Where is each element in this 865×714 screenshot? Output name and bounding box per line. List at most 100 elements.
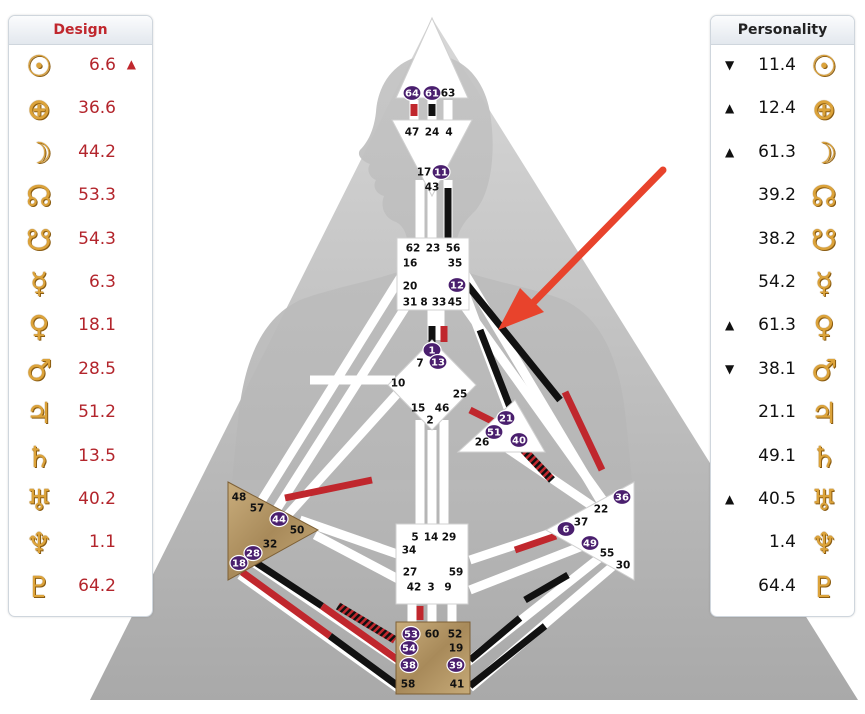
gate-number: 46 [435,403,450,415]
personality-row: ♆1.4 [711,522,854,565]
gate-number: 37 [574,517,589,529]
personality-row: ♀61.3▲ [711,305,854,348]
south-node-icon: ☋ [811,222,837,257]
neptune-icon: ♆ [811,526,837,561]
design-value: 51.2 [78,402,116,423]
active-gate-marker [269,510,289,528]
gate-number: 48 [232,492,247,504]
gate-number: 40 [512,436,526,447]
gate-number: 54 [402,644,416,655]
personality-value: 38.1 [758,358,796,379]
gate-number: 35 [448,258,463,270]
active-gate-marker [446,656,466,674]
personality-value: 12.4 [758,98,796,119]
design-row: ☿6.3 [9,262,152,305]
gate-number: 49 [583,539,597,550]
moon-icon: ☽ [811,135,837,170]
personality-value: 38.2 [758,228,796,249]
personality-row: ♅40.5▲ [711,479,854,522]
saturn-icon: ♄ [811,439,837,474]
design-row: ☉6.6▲ [9,45,152,88]
gate-number: 33 [432,297,447,309]
gate-number: 52 [448,629,463,641]
direction-marker-icon: ▼ [725,58,735,72]
personality-row: ☿54.2 [711,262,854,305]
gate-number: 21 [499,414,513,425]
gate-number: 2 [426,415,433,427]
gate-number: 5 [411,532,418,544]
active-gate-marker [399,656,419,674]
uranus-icon: ♅ [26,482,52,517]
gate-number: 9 [444,582,451,594]
gate-number: 39 [449,661,463,672]
gate-number: 29 [442,532,457,544]
g-center [387,339,477,431]
personality-row: ♄49.1 [711,436,854,479]
personality-panel: Personality ☉11.4▼⊕12.4▲☽61.3▲☊39.2☋38.2… [710,15,855,617]
gate-number: 53 [404,630,418,641]
design-row: ☋ 54.3 [9,219,152,262]
design-value: 64.2 [78,575,116,596]
personality-row: ☋ 38.2 [711,219,854,262]
active-gate-marker [612,488,632,506]
design-value: 18.1 [78,315,116,336]
gate-number: 19 [449,643,464,655]
gate-number: 23 [426,243,441,255]
gate-number: 17 [417,167,432,179]
personality-row: ⊕12.4▲ [711,88,854,131]
gate-number: 3 [427,582,434,594]
design-row: ♄13.5 [9,436,152,479]
personality-row: ☉11.4▼ [711,45,854,88]
design-value: 40.2 [78,488,116,509]
jupiter-icon: ♃ [26,396,52,431]
uranus-icon: ♅ [811,482,837,517]
gate-number: 45 [448,297,463,309]
design-value: 54.3 [78,228,116,249]
active-gate-marker [422,84,442,102]
design-row: ⊕36.6 [9,88,152,131]
design-list: ☉6.6▲⊕36.6☽44.2☊53.3☋54.3☿6.3♀18.1♂28.5♃… [9,45,152,609]
gate-number: 7 [416,358,423,370]
gate-number: 42 [407,582,422,594]
personality-row: ♇64.4 [711,566,854,609]
mercury-icon: ☿ [30,265,48,300]
throat-center [396,237,470,311]
venus-icon: ♀ [813,309,835,344]
gate-number: 27 [403,567,418,579]
south-node-icon: ☋ [26,222,52,257]
active-gate-marker [229,554,249,572]
direction-marker-icon: ▲ [725,144,735,159]
active-gate-marker [431,163,451,181]
venus-icon: ♀ [28,309,50,344]
gate-number: 26 [475,437,490,449]
gate-number: 55 [600,548,615,560]
direction-marker-icon: ▲ [725,101,735,116]
personality-value: 39.2 [758,185,796,206]
gate-number: 62 [406,243,421,255]
active-gate-marker [496,409,516,427]
earth-icon: ⊕ [26,92,52,127]
gate-number: 1 [429,346,436,357]
design-row: ♀ 18.1 [9,305,152,348]
personality-row: ☽61.3▲ [711,132,854,175]
sun-icon: ☉ [811,49,837,83]
design-value: 28.5 [78,358,116,379]
active-gate-marker [556,520,576,538]
design-row: ☽44.2 [9,132,152,175]
gate-number: 31 [403,297,418,309]
gate-number: 32 [263,539,278,551]
gate-number: 24 [425,127,440,139]
design-panel: Design ☉6.6▲⊕36.6☽44.2☊53.3☋54.3☿6.3♀18.… [8,15,153,617]
gate-number: 25 [453,389,468,401]
personality-list: ☉11.4▼⊕12.4▲☽61.3▲☊39.2☋38.2☿54.2♀61.3▲♂… [711,45,854,609]
sun-icon: ☉ [26,49,52,83]
gate-number: 57 [250,503,265,515]
gate-number: 59 [449,567,464,579]
gate-number: 47 [405,127,420,139]
gate-number: 41 [450,679,465,691]
gate-number: 36 [615,493,629,504]
mars-icon: ♂ [811,352,837,387]
gate-number: 28 [246,549,260,560]
